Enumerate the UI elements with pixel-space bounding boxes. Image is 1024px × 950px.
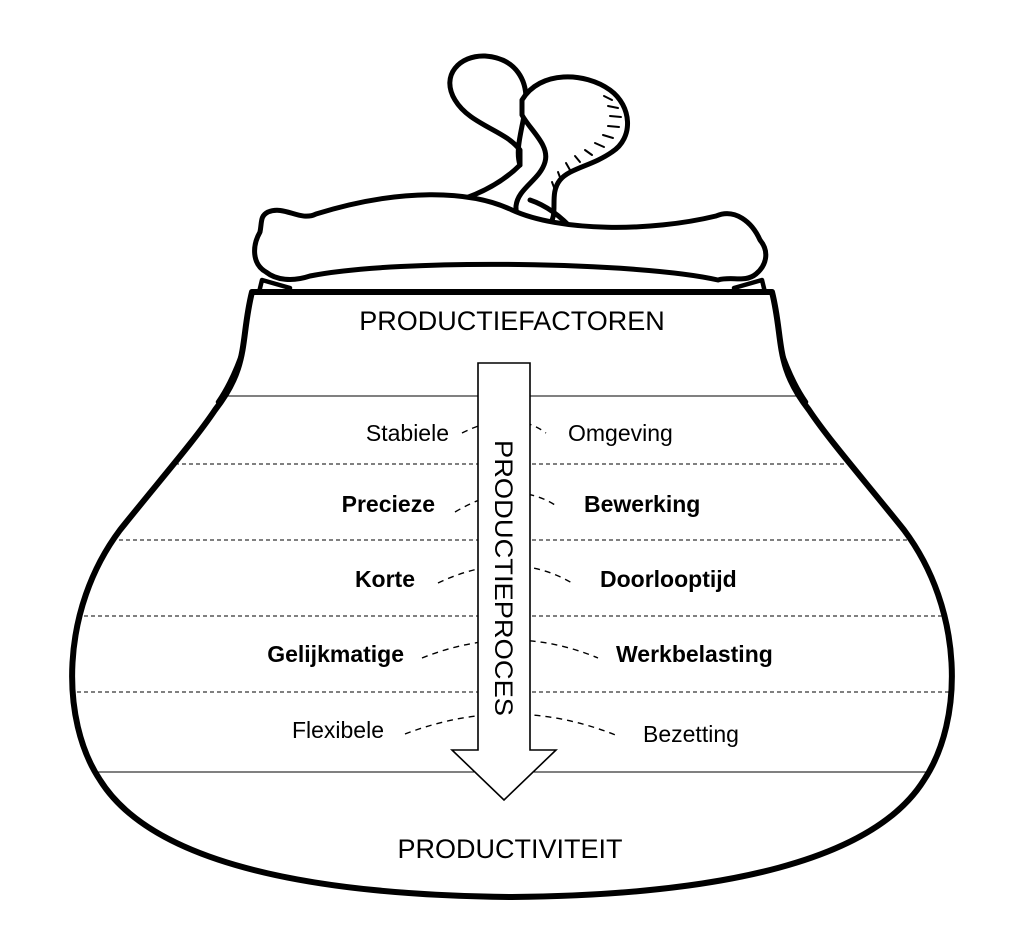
bottom-label: PRODUCTIVITEIT: [397, 834, 622, 864]
connector-arc: [437, 564, 573, 584]
row-right-label: Bezetting: [643, 721, 739, 747]
row-right-label: Bewerking: [584, 491, 700, 517]
row-left-label: Gelijkmatige: [267, 641, 404, 667]
connector-arc: [404, 713, 619, 737]
row-right-label: Omgeving: [568, 420, 673, 446]
row-right-label: Werkbelasting: [616, 641, 773, 667]
row-left-label: Precieze: [342, 491, 435, 517]
row-left-label: Stabiele: [366, 420, 449, 446]
purse-frame-icon: [252, 192, 769, 283]
arrow-label: PRODUCTIEPROCES: [489, 440, 517, 716]
row-left-label: Korte: [355, 566, 415, 592]
purse-clasp-icon: [427, 53, 630, 235]
row-right-label: Doorlooptijd: [600, 566, 737, 592]
row-left-label: Flexibele: [292, 717, 384, 743]
down-arrow-icon: [450, 362, 558, 802]
top-label: PRODUCTIEFACTOREN: [359, 306, 665, 336]
